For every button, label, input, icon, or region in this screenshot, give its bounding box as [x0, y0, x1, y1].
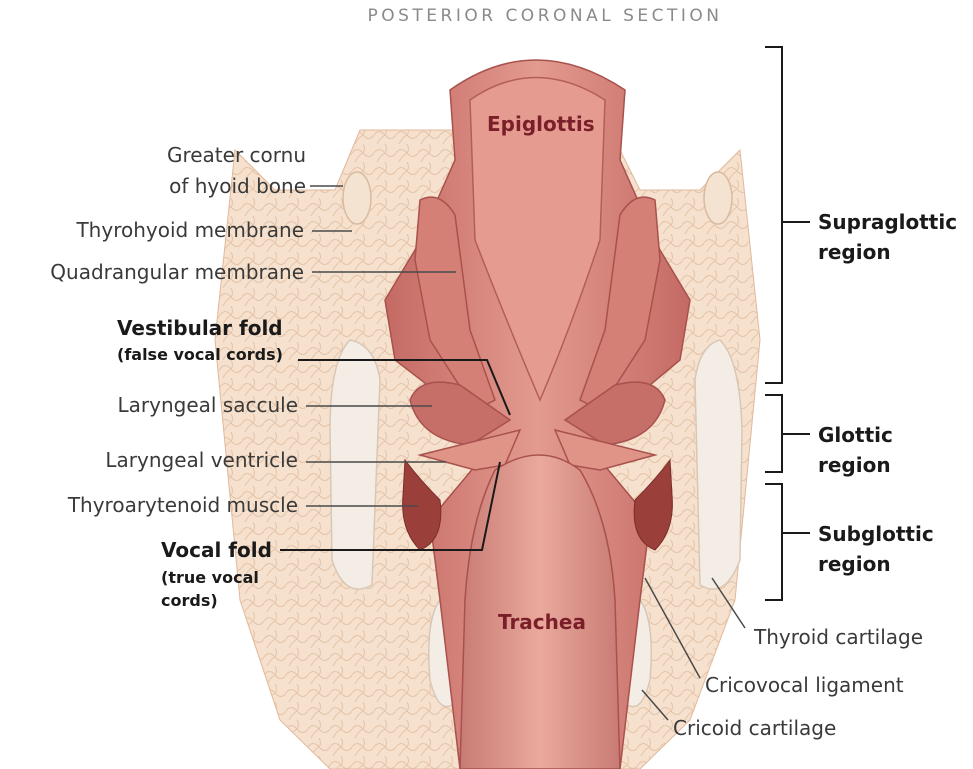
glottic-region-label-line1: Glottic [818, 420, 893, 450]
trachea-label: Trachea [498, 610, 586, 634]
vocal-fold-sublabel-line2: cords) [161, 590, 218, 611]
glottic-region-label-line2: region [818, 450, 891, 480]
cricoid-cartilage-label: Cricoid cartilage [673, 716, 836, 740]
laryngeal-ventricle-label: Laryngeal ventricle [105, 448, 298, 472]
vocal-fold-label: Vocal fold [161, 538, 272, 562]
hyoid-left [343, 172, 371, 224]
supraglottic-region-label-line1: Supraglottic [818, 207, 957, 237]
thyrohyoid-membrane-label: Thyrohyoid membrane [76, 218, 304, 242]
thyroid-cartilage-left [330, 340, 380, 589]
subglottic-region-label-line2: region [818, 549, 891, 579]
vestibular-fold-label: Vestibular fold [117, 316, 283, 340]
epiglottis-label: Epiglottis [487, 112, 595, 136]
hyoid-right [704, 172, 732, 224]
diagram-title: POSTERIOR CORONAL SECTION [300, 6, 790, 26]
greater-cornu-label-line1: Greater cornu [167, 143, 306, 167]
vocal-fold-sublabel-line1: (true vocal [161, 567, 259, 588]
cricovocal-ligament-label: Cricovocal ligament [705, 673, 904, 697]
region-brackets [765, 47, 810, 600]
greater-cornu-label-line2: of hyoid bone [169, 174, 306, 198]
quadrangular-membrane-label: Quadrangular membrane [50, 260, 304, 284]
thyroid-cartilage-right [695, 340, 742, 589]
laryngeal-saccule-label: Laryngeal saccule [117, 393, 298, 417]
supraglottic-region-label-line2: region [818, 237, 891, 267]
vestibular-fold-sublabel: (false vocal cords) [117, 344, 283, 365]
thyroid-cartilage-label: Thyroid cartilage [754, 625, 923, 649]
subglottic-region-label-line1: Subglottic [818, 519, 934, 549]
thyroarytenoid-muscle-label: Thyroarytenoid muscle [68, 493, 298, 517]
